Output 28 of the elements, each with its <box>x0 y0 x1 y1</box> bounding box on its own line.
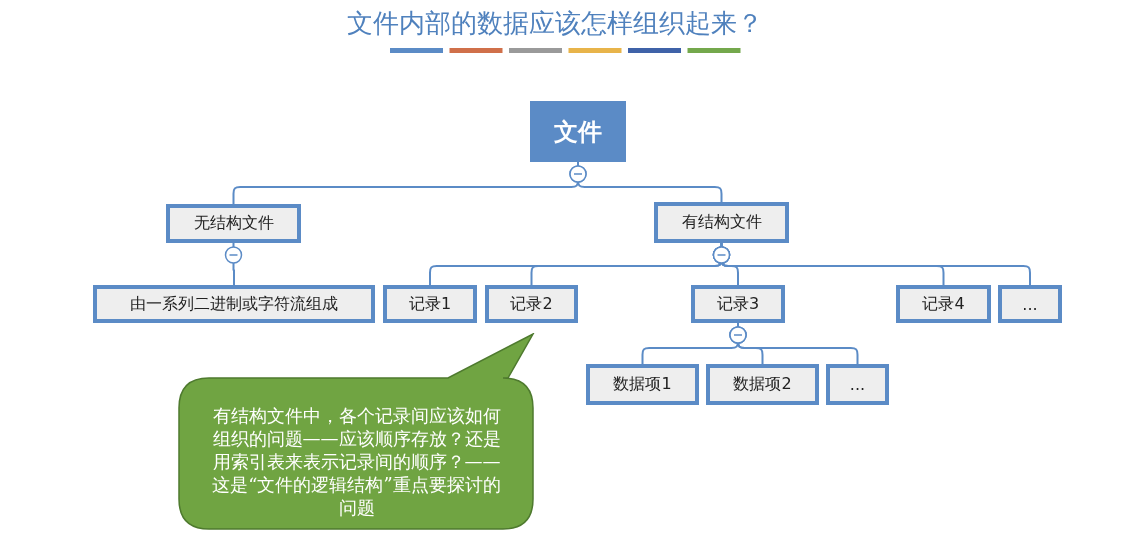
tree-box <box>896 285 991 323</box>
callout-bubble <box>178 333 535 531</box>
node-label: 数据项2 <box>733 374 792 395</box>
node-label: 文件 <box>554 116 602 148</box>
node-label: 数据项1 <box>613 374 672 395</box>
root-box <box>530 101 626 162</box>
tree-box <box>93 285 375 323</box>
node-label: 记录4 <box>922 293 965 315</box>
tree-box <box>691 285 785 323</box>
node-label: 无结构文件 <box>193 213 274 234</box>
tree-box <box>998 285 1062 323</box>
node-label: 记录2 <box>510 293 553 315</box>
tree-box <box>586 364 699 405</box>
node-label: ... <box>1022 294 1038 314</box>
tree-box <box>654 202 789 243</box>
title: 文件内部的数据应该怎样组织起来？ <box>346 7 764 40</box>
node-label: 记录3 <box>716 293 760 315</box>
tree-box <box>706 364 819 405</box>
connector-line <box>224 242 243 286</box>
tree-box <box>485 285 578 323</box>
tree-box <box>166 204 301 243</box>
node-label: 记录1 <box>408 293 452 315</box>
tree-box <box>826 364 889 405</box>
callout-text: 有结构文件中，各个记录间应该如何组织的问题——应该顺序存放？还是用索引表来表示记录间的顺序？——这是“文件的逻辑结构”重点要探讨的问题 <box>211 404 502 519</box>
node-label: 有结构文件 <box>681 212 762 233</box>
node-label: ... <box>849 375 866 394</box>
tree-box <box>383 285 477 323</box>
node-label: 由一系列二进制或字符流组成 <box>130 293 338 315</box>
